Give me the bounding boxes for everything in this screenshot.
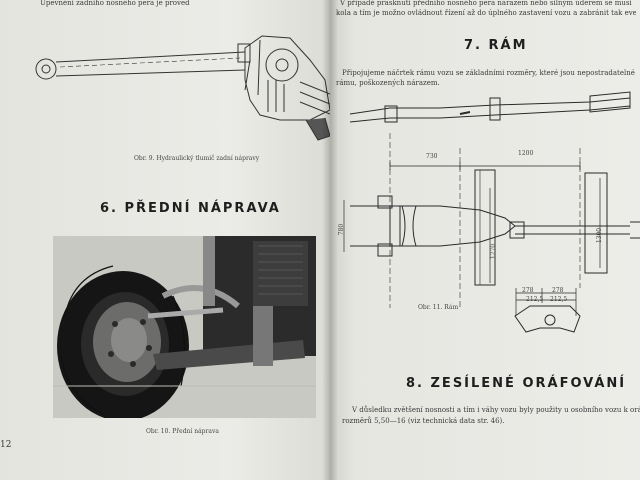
- dim-278-right: 278: [552, 287, 564, 294]
- dim-212-5-right: 212,5: [550, 296, 568, 303]
- para7-line1: Připojujeme náčrtek rámu vozu se základn…: [342, 69, 637, 77]
- section7-heading: 7. RÁM: [464, 38, 528, 53]
- page-number: 12: [0, 440, 12, 450]
- dim-1200: 1200: [518, 150, 534, 157]
- fig10-caption: Obr. 10. Přední náprava: [146, 428, 219, 435]
- dim-780: 780: [338, 223, 346, 236]
- para8-line1: V důsledku zvětšení nosnosti a tím i váh…: [352, 406, 640, 414]
- dim-730: 730: [426, 153, 438, 160]
- fig10-front-axle-photo: [53, 236, 316, 418]
- section6-heading: 6. PŘEDNÍ NÁPRAVA: [100, 201, 281, 216]
- dim-212-5-left: 212,5: [526, 296, 544, 303]
- dim-1270: 1270: [490, 243, 498, 260]
- right-top-text-1: V případě prasknutí předního nosného per…: [340, 0, 632, 7]
- left-page: Upevnění zadního nosného pera je provede…: [0, 0, 330, 480]
- left-top-text: Upevnění zadního nosného pera je provede…: [40, 0, 190, 7]
- right-page: V případě prasknutí předního nosného per…: [330, 0, 640, 480]
- section8-heading: 8. ZESÍLENÉ ORÁFOVÁNÍ: [406, 376, 627, 391]
- para8-line2: rozměrů 5,50—16 (viz technická data str.…: [342, 417, 505, 425]
- para7-line2: rámu, poškozených nárazem.: [336, 79, 440, 87]
- right-top-text-2: kola a tím je možno ovládnout řízení až …: [336, 9, 636, 17]
- dim-1300: 1300: [596, 227, 604, 244]
- dim-278-left: 278: [522, 287, 534, 294]
- fig9-shock-absorber-drawing: [35, 35, 330, 141]
- fig11-caption: Obr. 11. Rám: [418, 304, 459, 311]
- fig11-frame-diagram: [343, 91, 640, 333]
- front-axle-photo-illustration: [53, 236, 316, 418]
- fig9-caption: Obr. 9. Hydraulický tlumič zadní nápravy: [134, 155, 260, 162]
- book-gutter-shadow: [322, 0, 338, 480]
